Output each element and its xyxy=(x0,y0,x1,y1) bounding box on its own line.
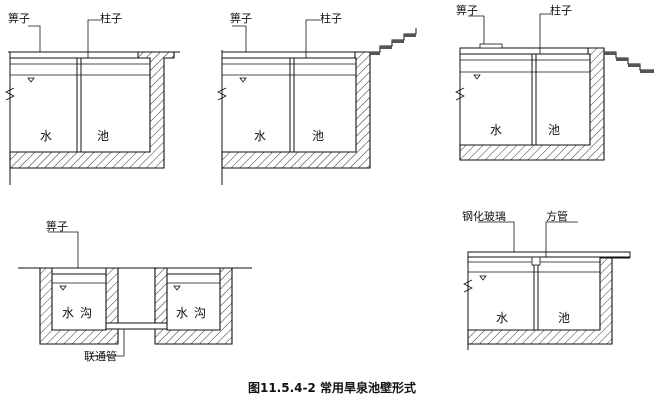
pool-wall xyxy=(459,47,605,161)
label-water: 水 xyxy=(496,311,508,325)
label-grate: 箅子 xyxy=(230,11,252,25)
grate-slab xyxy=(9,51,139,59)
panel-4: 箅子 水 沟 水 沟 联通管 xyxy=(18,219,252,363)
label-column: 柱子 xyxy=(550,3,572,17)
label-water: 水 xyxy=(40,129,52,143)
figure-caption: 图11.5.4-2 常用旱泉池壁形式 xyxy=(248,380,416,395)
label-grate: 箅子 xyxy=(8,11,30,25)
label-pool: 池 xyxy=(97,129,109,143)
tempered-glass-slab xyxy=(467,251,631,258)
pool-wall xyxy=(9,51,175,169)
pool-wall xyxy=(221,51,371,169)
label-grate: 箅子 xyxy=(456,3,478,17)
label-ditch: 沟 xyxy=(80,306,92,320)
break-mark xyxy=(463,279,473,293)
water-level-symbol xyxy=(239,77,247,83)
break-mark xyxy=(455,87,465,101)
grate-slab xyxy=(221,51,356,59)
panel-5: 钢化玻璃 方管 水 池 xyxy=(462,209,631,350)
label-water: 水 xyxy=(254,129,266,143)
panel-3: 箅子 柱子 水 池 xyxy=(455,3,654,161)
label-square-tube: 方管 xyxy=(546,209,568,223)
panel-1: 箅子 柱子 水 池 xyxy=(5,11,180,185)
label-ditch: 沟 xyxy=(194,306,206,320)
grate-slab xyxy=(459,47,589,55)
grate-slab xyxy=(51,267,107,275)
square-tube xyxy=(531,256,541,266)
pool-wall xyxy=(467,257,613,345)
connecting-pipe xyxy=(105,322,168,330)
label-column: 柱子 xyxy=(100,11,122,25)
ditch-wall-left xyxy=(39,267,119,345)
label-connecting-pipe: 联通管 xyxy=(84,349,117,363)
label-water: 水 xyxy=(490,123,502,137)
water-level-symbol xyxy=(27,77,35,83)
water-level-symbol xyxy=(473,74,481,80)
label-pool: 池 xyxy=(548,123,560,137)
label-water: 水 xyxy=(176,306,188,320)
break-mark xyxy=(217,87,227,101)
label-water: 水 xyxy=(62,306,74,320)
label-pool: 池 xyxy=(312,129,324,143)
label-grate: 箅子 xyxy=(46,219,68,233)
panel-2: 箅子 柱子 水 池 xyxy=(217,11,417,185)
break-mark xyxy=(5,87,15,101)
label-column: 柱子 xyxy=(320,11,342,25)
label-pool: 池 xyxy=(558,311,570,325)
label-tempered-glass: 钢化玻璃 xyxy=(462,209,506,223)
